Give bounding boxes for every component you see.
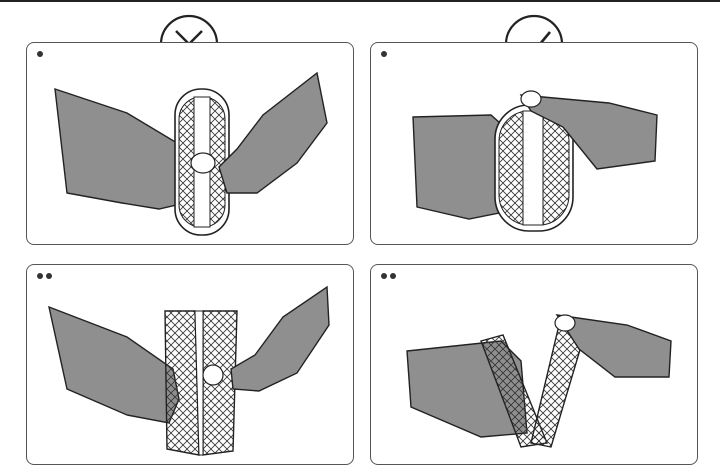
panel-right-step-1 bbox=[370, 42, 698, 245]
panel-right-step-2 bbox=[370, 264, 698, 465]
step-dots bbox=[381, 51, 387, 57]
illustration-pull-from-middle bbox=[48, 285, 330, 456]
step-dots bbox=[37, 51, 43, 57]
panel-wrong-step-2 bbox=[26, 264, 354, 465]
illustration-lift-from-top bbox=[412, 90, 658, 232]
step-dots bbox=[37, 273, 52, 279]
illustration-pull-from-middle bbox=[54, 71, 328, 236]
panel-wrong-step-1 bbox=[26, 42, 354, 245]
step-dots bbox=[381, 273, 396, 279]
illustration-lift-from-top bbox=[406, 314, 672, 448]
top-rule bbox=[0, 0, 720, 2]
